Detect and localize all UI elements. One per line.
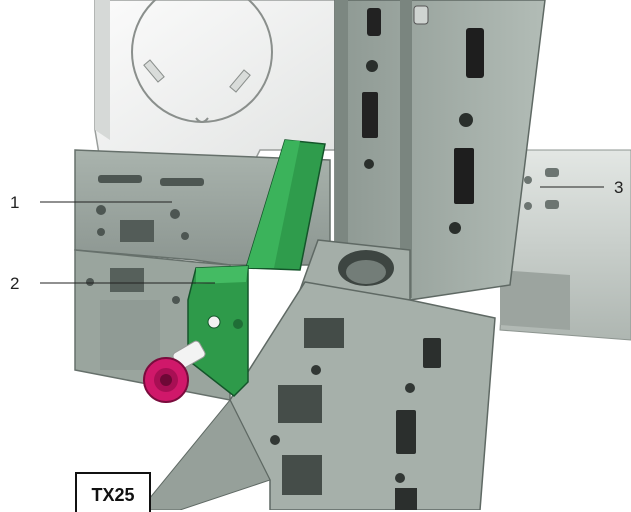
tool-spec-label: TX25 bbox=[91, 484, 135, 505]
callout-1-label: 1 bbox=[10, 193, 20, 212]
green-clip bbox=[187, 139, 326, 397]
callout-3-label: 3 bbox=[614, 178, 624, 197]
screw bbox=[143, 340, 206, 403]
callout-2-label: 2 bbox=[10, 274, 20, 293]
back-panel bbox=[94, 0, 336, 161]
front-profile bbox=[139, 281, 496, 510]
din-rail bbox=[499, 149, 631, 341]
corner-connector bbox=[298, 239, 411, 301]
tool-spec-box: TX25 bbox=[75, 472, 151, 512]
